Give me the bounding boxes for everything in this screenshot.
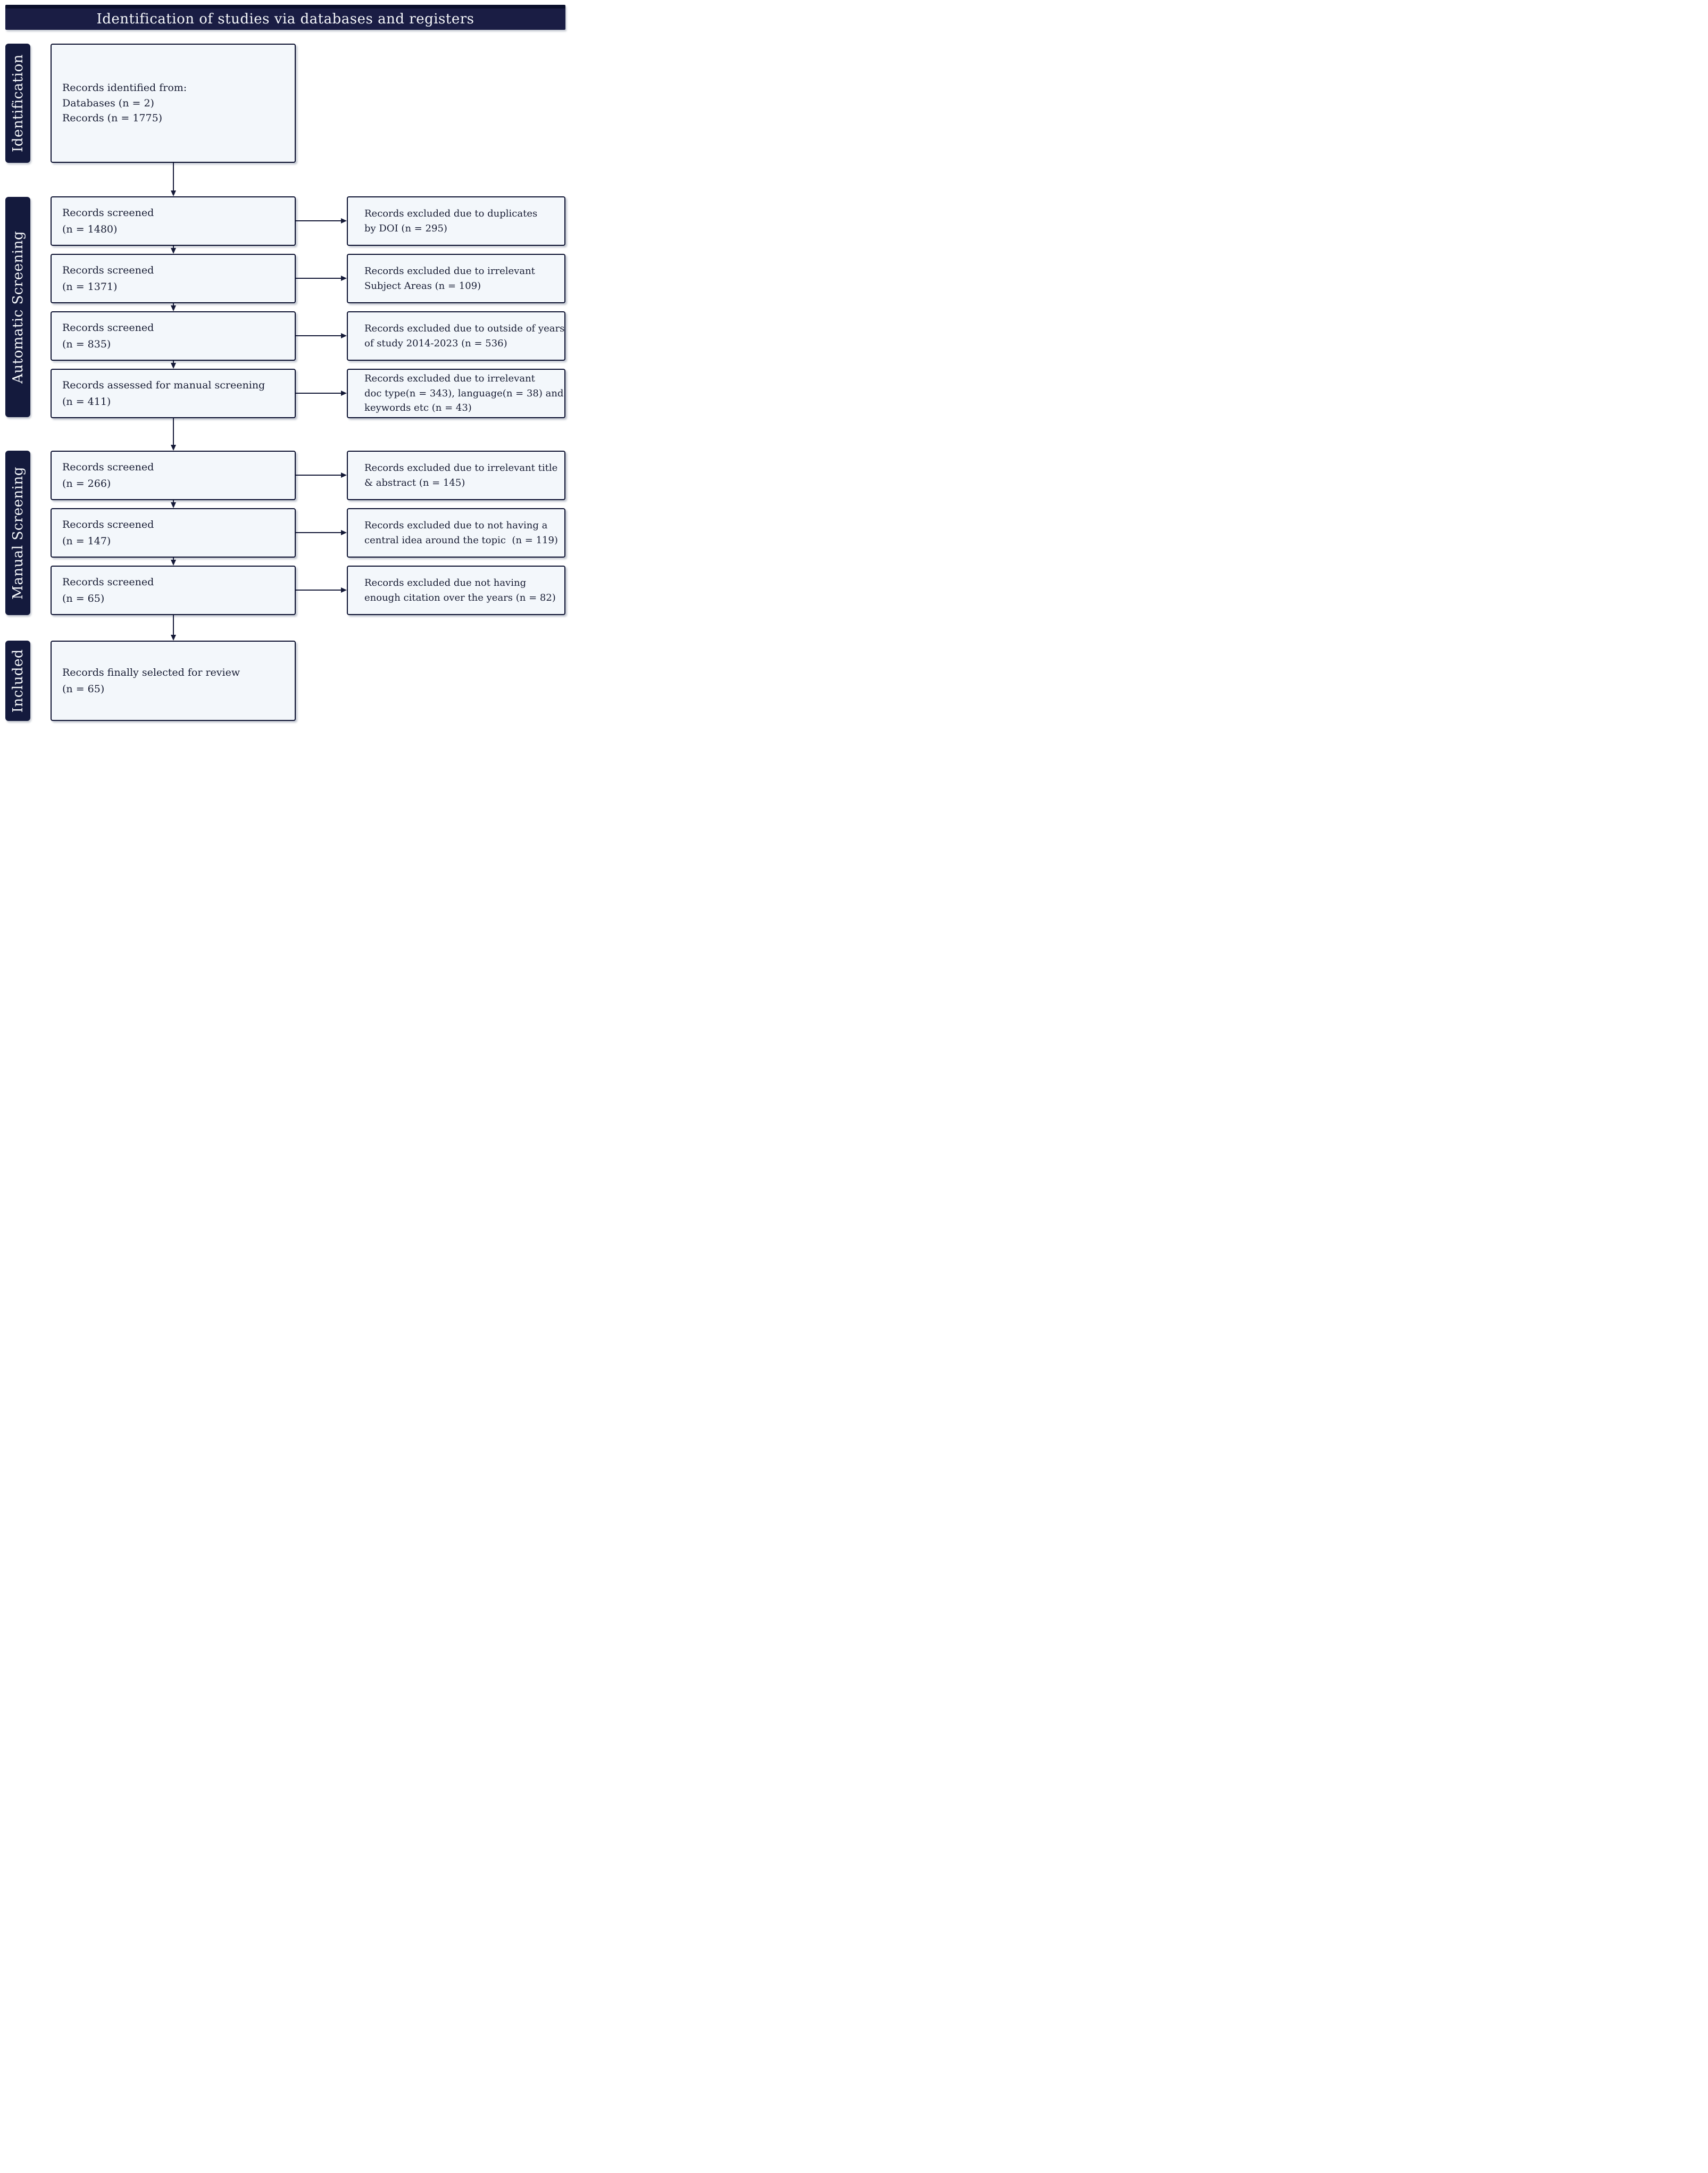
flow-box-records-screened-835: Records screened (n = 835): [51, 311, 296, 361]
stage-label-text: Manual Screening: [10, 466, 26, 600]
box-line: Records screened: [62, 207, 154, 219]
box-line: Records excluded due to duplicates: [364, 208, 538, 219]
down-arrow-line: [173, 418, 174, 445]
flow-box-records-identified: Records identified from: Databases (n = …: [51, 44, 296, 163]
flow-box-records-screened-266: Records screened (n = 266): [51, 451, 296, 500]
down-arrow-icon: [170, 305, 176, 311]
right-arrow-line: [296, 393, 341, 394]
box-line: of study 2014-2023 (n = 536): [364, 337, 507, 349]
box-line: Records identified from:: [62, 82, 187, 94]
stage-label-text: Identification: [10, 54, 26, 152]
box-line: Records screened: [62, 264, 154, 277]
flow-box-records-screened-65: Records screened (n = 65): [51, 566, 296, 615]
right-arrow-line: [296, 278, 341, 279]
down-arrow-line: [173, 163, 174, 191]
flow-box-records-screened-1371: Records screened (n = 1371): [51, 254, 296, 303]
down-arrow-line: [173, 246, 174, 249]
box-line: enough citation over the years (n = 82): [364, 592, 556, 603]
stage-label-automatic-screening: Automatic Screening: [5, 197, 30, 417]
right-arrow-icon: [341, 218, 347, 223]
box-line: Records screened: [62, 461, 154, 474]
flow-box-records-assessed-manual: Records assessed for manual screening (n…: [51, 369, 296, 418]
down-arrow-icon: [170, 190, 176, 196]
down-arrow-line: [173, 615, 174, 635]
box-line: (n = 147): [62, 535, 111, 547]
flow-box-records-screened-147: Records screened (n = 147): [51, 508, 296, 558]
exclusion-box-doctype-language-keywords: Records excluded due to irrelevant doc t…: [347, 369, 565, 418]
box-line: Records screened: [62, 519, 154, 531]
box-line: Records screened: [62, 322, 154, 334]
right-arrow-line: [296, 335, 341, 336]
box-line: Records assessed for manual screening: [62, 379, 265, 392]
right-arrow-line: [296, 475, 341, 476]
box-line: & abstract (n = 145): [364, 477, 465, 488]
box-line: doc type(n = 343), language(n = 38) and: [364, 387, 564, 399]
down-arrow-line: [173, 361, 174, 364]
box-line: (n = 266): [62, 477, 111, 490]
exclusion-box-years: Records excluded due to outside of years…: [347, 311, 565, 361]
box-line: (n = 835): [62, 338, 111, 350]
stage-label-text: Included: [10, 649, 26, 713]
box-line: Records screened: [62, 576, 154, 588]
box-line: (n = 411): [62, 395, 111, 408]
down-arrow-icon: [170, 445, 176, 451]
flow-box-records-screened-1480: Records screened (n = 1480): [51, 196, 296, 246]
box-line: keywords etc (n = 43): [364, 402, 472, 414]
box-line: (n = 1480): [62, 223, 118, 235]
down-arrow-icon: [170, 635, 176, 641]
exclusion-box-citations: Records excluded due not having enough c…: [347, 566, 565, 615]
box-line: (n = 65): [62, 592, 105, 604]
down-arrow-icon: [170, 502, 176, 508]
right-arrow-line: [296, 220, 341, 221]
box-line: Records (n = 1775): [62, 112, 163, 125]
stage-label-included: Included: [5, 641, 30, 721]
title-bar: Identification of studies via databases …: [5, 5, 565, 30]
box-line: Records excluded due to irrelevant: [364, 265, 535, 277]
flow-box-records-final-review: Records finally selected for review (n =…: [51, 641, 296, 721]
down-arrow-line: [173, 558, 174, 561]
down-arrow-icon: [170, 248, 176, 254]
exclusion-box-subject-areas: Records excluded due to irrelevant Subje…: [347, 254, 565, 303]
box-line: Records excluded due to not having a: [364, 519, 548, 531]
right-arrow-icon: [341, 275, 347, 281]
right-arrow-icon: [341, 587, 347, 593]
box-line: Records finally selected for review: [62, 667, 240, 679]
box-line: by DOI (n = 295): [364, 222, 447, 234]
box-line: (n = 65): [62, 683, 105, 695]
exclusion-box-duplicates: Records excluded due to duplicates by DO…: [347, 196, 565, 246]
box-line: Records excluded due to outside of years: [364, 322, 565, 334]
diagram-title: Identification of studies via databases …: [96, 11, 474, 27]
exclusion-box-central-idea: Records excluded due to not having a cen…: [347, 508, 565, 558]
down-arrow-icon: [170, 560, 176, 566]
down-arrow-line: [173, 303, 174, 306]
right-arrow-icon: [341, 472, 347, 478]
box-line: Subject Areas (n = 109): [364, 280, 481, 292]
right-arrow-line: [296, 532, 341, 533]
down-arrow-icon: [170, 363, 176, 369]
down-arrow-line: [173, 500, 174, 503]
box-line: (n = 1371): [62, 280, 118, 293]
right-arrow-icon: [341, 333, 347, 338]
stage-label-manual-screening: Manual Screening: [5, 451, 30, 615]
box-line: Records excluded due not having: [364, 577, 527, 588]
box-line: central idea around the topic (n = 119): [364, 534, 558, 546]
exclusion-box-title-abstract: Records excluded due to irrelevant title…: [347, 451, 565, 500]
right-arrow-line: [296, 590, 341, 591]
stage-label-identification: Identification: [5, 44, 30, 163]
right-arrow-icon: [341, 390, 347, 396]
box-line: Records excluded due to irrelevant: [364, 372, 535, 384]
box-line: Databases (n = 2): [62, 97, 154, 109]
right-arrow-icon: [341, 529, 347, 535]
box-line: Records excluded due to irrelevant title: [364, 462, 558, 474]
prisma-flow-diagram: Identification of studies via databases …: [0, 0, 569, 724]
stage-label-text: Automatic Screening: [10, 230, 26, 384]
